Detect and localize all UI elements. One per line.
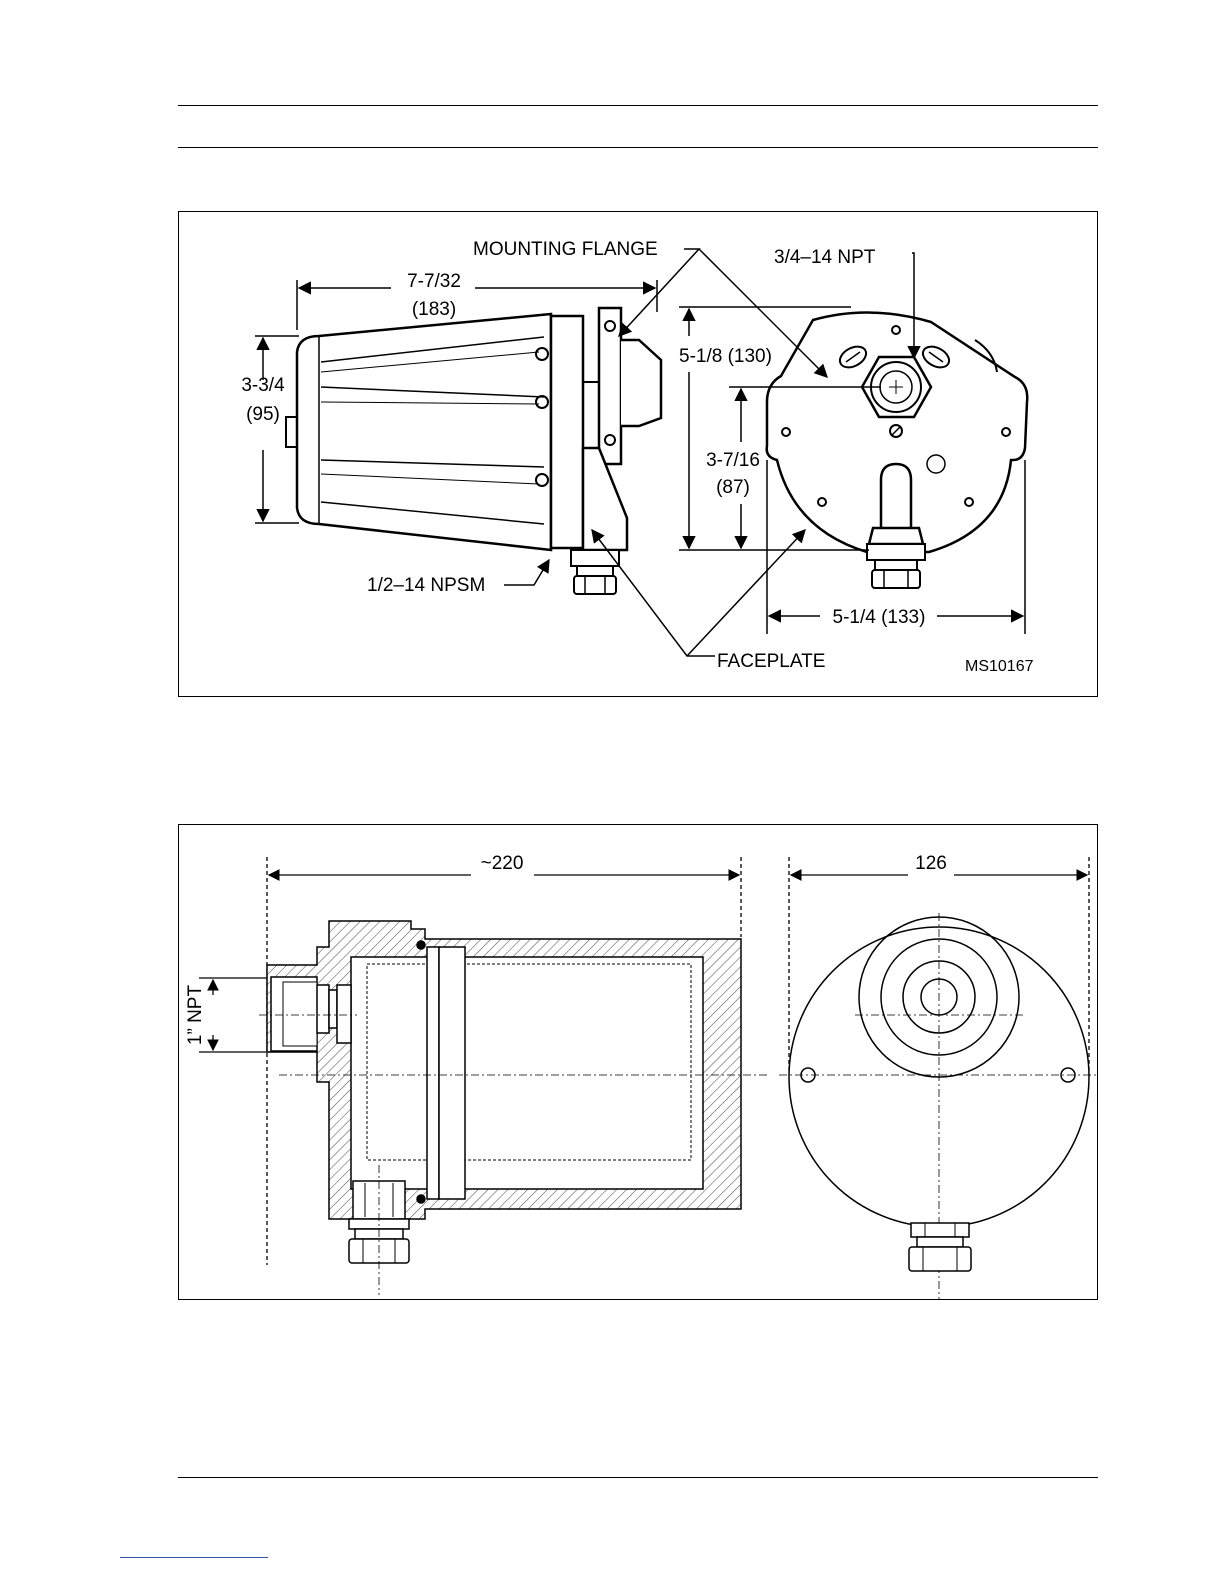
section-view <box>259 921 769 1295</box>
figure-detector-dimensions: MOUNTING FLANGE 3/4–14 NPT 7-7/32 (183) … <box>178 211 1098 697</box>
center-inch-label: 3-7/16 <box>706 450 760 471</box>
side-view <box>286 308 661 594</box>
npsm-label: 1/2–14 NPSM <box>367 575 485 596</box>
length-inch-label: 7-7/32 <box>407 271 461 292</box>
housing-drawing: ~220 126 1” NPT <box>179 825 1097 1299</box>
length-mm-label: (183) <box>412 299 456 320</box>
face-height-label: 5-1/8 (130) <box>679 346 772 367</box>
center-mm-label: (87) <box>716 477 750 498</box>
height-inch-label: 3-3/4 <box>241 375 285 396</box>
width-label: 5-1/4 (133) <box>833 607 926 628</box>
length-label: ~220 <box>481 853 524 874</box>
faceplate-label: FACEPLATE <box>717 651 825 672</box>
diameter-label: 126 <box>915 853 947 874</box>
npt-label: 1” NPT <box>185 985 206 1046</box>
figure-code-label: MS10167 <box>965 658 1034 675</box>
header-rule-top <box>178 105 1098 106</box>
figure-housing-section: ~220 126 1” NPT <box>178 824 1098 1300</box>
mounting-flange-label: MOUNTING FLANGE <box>473 239 658 260</box>
npt-top-label: 3/4–14 NPT <box>774 247 876 268</box>
detector-drawing: MOUNTING FLANGE 3/4–14 NPT 7-7/32 (183) … <box>179 212 1097 696</box>
height-mm-label: (95) <box>246 404 280 425</box>
footer-rule <box>178 1477 1098 1478</box>
face-view <box>767 312 1028 588</box>
end-view <box>779 913 1097 1299</box>
header-rule-bottom <box>178 147 1098 148</box>
footer-link-underline <box>120 1557 268 1558</box>
